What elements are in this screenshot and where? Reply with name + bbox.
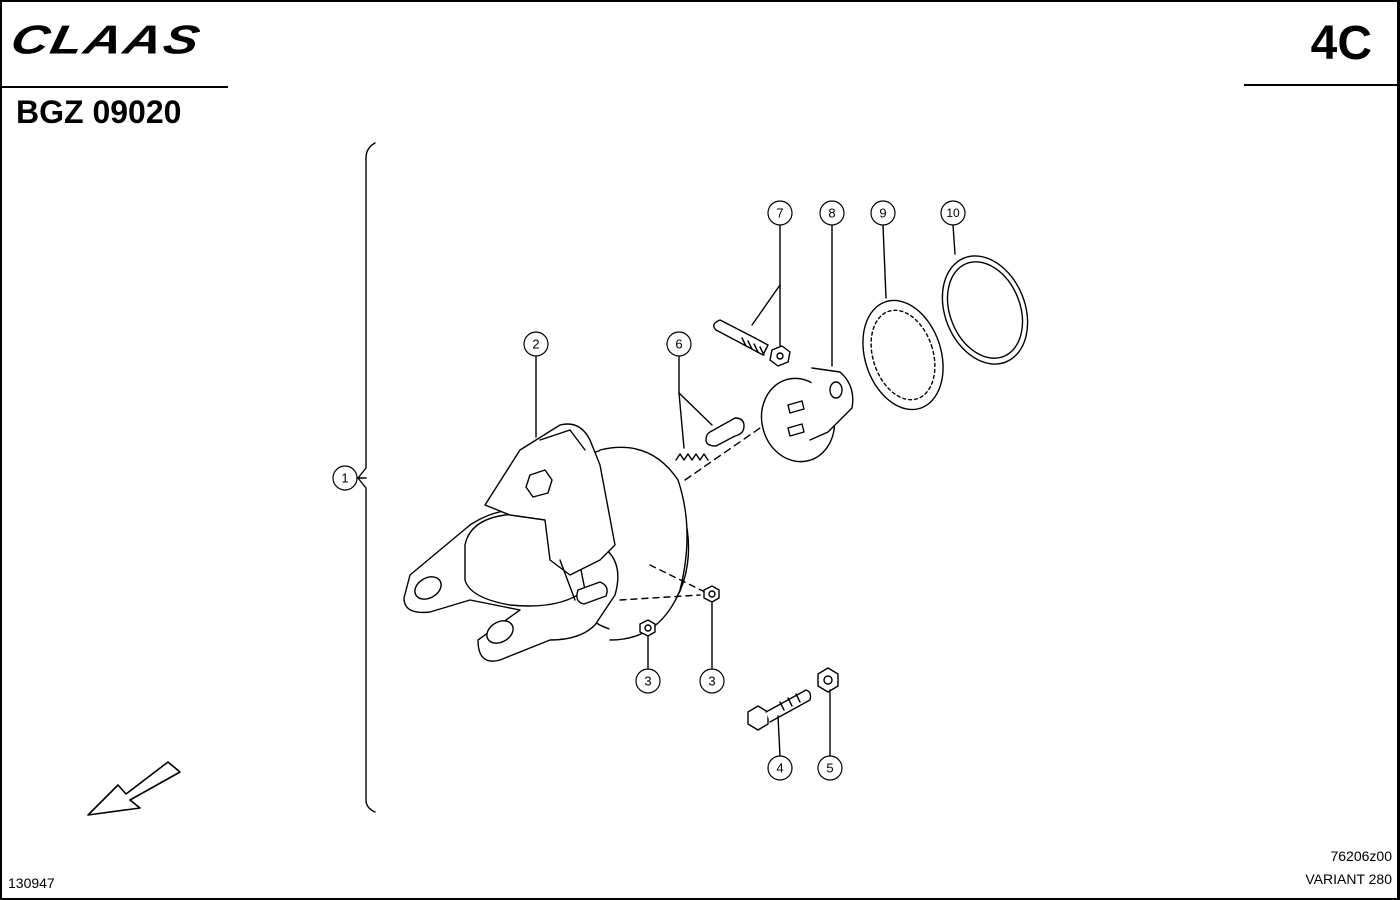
part-splined-hub (760, 367, 854, 463)
part-grease-nipple-1 (639, 619, 656, 637)
callout-label-3a: 3 (644, 674, 651, 689)
callout-label-1: 1 (341, 471, 348, 486)
callout-label-2: 2 (532, 337, 539, 352)
figure-number: 76206z00 (1330, 848, 1392, 864)
callout-label-10: 10 (946, 206, 960, 220)
part-hex-bolt (747, 689, 812, 731)
header-rule-left (2, 86, 228, 88)
part-spring-and-pin (675, 417, 745, 461)
header-rule-right (1244, 84, 1397, 86)
part-snap-ring (941, 255, 1029, 365)
part-bolt-and-nut (713, 319, 791, 367)
callout-label-8: 8 (828, 206, 835, 221)
part-nut (817, 667, 839, 693)
callout-label-5: 5 (826, 761, 833, 776)
callout-circles (332, 200, 966, 781)
callout-label-9: 9 (879, 206, 886, 221)
part-housing (403, 423, 690, 662)
callout-label-3b: 3 (708, 674, 715, 689)
part-friction-ring (862, 299, 944, 411)
section-code: 4C (1310, 17, 1372, 70)
variant-label: VARIANT 280 (1305, 871, 1392, 887)
axis-centerline (684, 427, 761, 481)
callout-label-4: 4 (776, 761, 783, 776)
leader-lines (357, 224, 956, 757)
direction-arrow (87, 761, 181, 816)
callout-label-6: 6 (675, 337, 682, 352)
reference-number: 130947 (8, 875, 55, 891)
part-grease-nipple-2 (703, 585, 720, 603)
axis-centerline-lower (619, 594, 701, 601)
document-id: BGZ 09020 (16, 94, 182, 130)
callout-label-7: 7 (776, 206, 783, 221)
